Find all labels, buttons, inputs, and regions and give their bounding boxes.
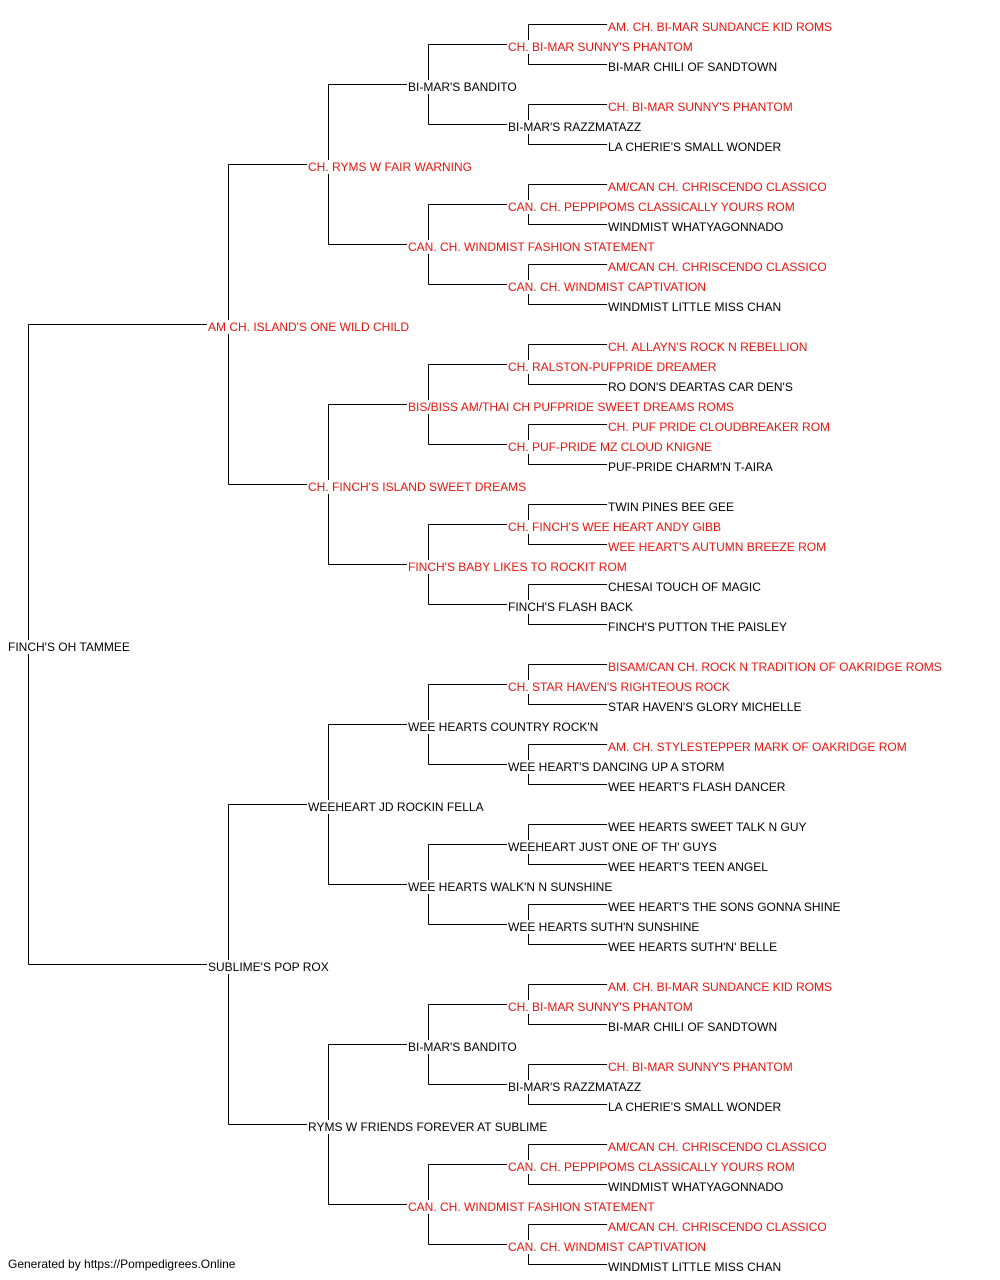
dog-name-gen3[interactable]: BIS/BISS AM/THAI CH PUFPRIDE SWEET DREAM… [407,400,735,414]
dog-name-gen5[interactable]: RO DON'S DEARTAS CAR DEN'S [607,380,794,394]
dog-name-gen5[interactable]: AM. CH. STYLESTEPPER MARK OF OAKRIDGE RO… [607,740,908,754]
dog-name-gen5[interactable]: WEE HEART'S TEEN ANGEL [607,860,769,874]
dog-name-gen2[interactable]: WEEHEART JD ROCKIN FELLA [307,800,485,814]
dog-name-gen5[interactable]: AM/CAN CH. CHRISCENDO CLASSICO [607,1220,828,1234]
dog-name-gen3[interactable]: FINCH'S BABY LIKES TO ROCKIT ROM [407,560,628,574]
dog-name-gen5[interactable]: LA CHERIE'S SMALL WONDER [607,1100,783,1114]
dog-name-gen5[interactable]: WEE HEARTS SUTH'N' BELLE [607,940,779,954]
dog-name-gen4[interactable]: CAN. CH. PEPPIPOMS CLASSICALLY YOURS ROM [507,200,796,214]
dog-name-gen3[interactable]: CAN. CH. WINDMIST FASHION STATEMENT [407,1200,656,1214]
dog-name-gen5[interactable]: AM. CH. BI-MAR SUNDANCE KID ROMS [607,980,834,994]
dog-name-gen4[interactable]: WEE HEARTS SUTH'N SUNSHINE [507,920,701,934]
dog-name-gen5[interactable]: CH. PUF PRIDE CLOUDBREAKER ROM [607,420,832,434]
dog-name-gen5[interactable]: WEE HEART'S FLASH DANCER [607,780,787,794]
dog-name-gen2[interactable]: RYMS W FRIENDS FOREVER AT SUBLIME [307,1120,549,1134]
dog-name-gen5[interactable]: TWIN PINES BEE GEE [607,500,736,514]
dog-name-gen3[interactable]: BI-MAR'S BANDITO [407,1040,518,1054]
dog-name-gen4[interactable]: CH. FINCH'S WEE HEART ANDY GIBB [507,520,722,534]
dog-name-gen2[interactable]: CH. FINCH'S ISLAND SWEET DREAMS [307,480,528,494]
dog-name-gen0[interactable]: FINCH'S OH TAMMEE [7,640,131,654]
dog-name-gen4[interactable]: WEE HEART'S DANCING UP A STORM [507,760,726,774]
dog-name-gen5[interactable]: AM/CAN CH. CHRISCENDO CLASSICO [607,260,828,274]
generated-by-footer[interactable]: Generated by https://Pompedigrees.Online [8,1257,236,1271]
dog-name-gen4[interactable]: BI-MAR'S RAZZMATAZZ [507,1080,643,1094]
dog-name-gen5[interactable]: BI-MAR CHILI OF SANDTOWN [607,60,779,74]
dog-name-gen5[interactable]: CH. BI-MAR SUNNY'S PHANTOM [607,100,794,114]
dog-name-gen5[interactable]: LA CHERIE'S SMALL WONDER [607,140,783,154]
dog-name-gen4[interactable]: CH. PUF-PRIDE MZ CLOUD KNIGNE [507,440,714,454]
dog-name-gen5[interactable]: STAR HAVEN'S GLORY MICHELLE [607,700,803,714]
dog-name-gen5[interactable]: WINDMIST LITTLE MISS CHAN [607,300,783,314]
dog-name-gen5[interactable]: WEE HEART'S THE SONS GONNA SHINE [607,900,842,914]
dog-name-gen4[interactable]: CH. STAR HAVEN'S RIGHTEOUS ROCK [507,680,731,694]
dog-name-gen4[interactable]: CH. BI-MAR SUNNY'S PHANTOM [507,1000,694,1014]
dog-name-gen5[interactable]: WEE HEART'S AUTUMN BREEZE ROM [607,540,828,554]
dog-name-gen4[interactable]: WEEHEART JUST ONE OF TH' GUYS [507,840,718,854]
dog-name-gen5[interactable]: BI-MAR CHILI OF SANDTOWN [607,1020,779,1034]
dog-name-gen5[interactable]: AM. CH. BI-MAR SUNDANCE KID ROMS [607,20,834,34]
dog-name-gen5[interactable]: PUF-PRIDE CHARM'N T-AIRA [607,460,774,474]
dog-name-gen5[interactable]: CHESAI TOUCH OF MAGIC [607,580,762,594]
dog-name-gen3[interactable]: WEE HEARTS WALK'N N SUNSHINE [407,880,614,894]
dog-name-gen5[interactable]: WINDMIST WHATYAGONNADO [607,1180,785,1194]
dog-name-gen4[interactable]: CH. RALSTON-PUFPRIDE DREAMER [507,360,718,374]
dog-name-gen5[interactable]: WINDMIST WHATYAGONNADO [607,220,785,234]
dog-name-gen3[interactable]: CAN. CH. WINDMIST FASHION STATEMENT [407,240,656,254]
dog-name-gen4[interactable]: BI-MAR'S RAZZMATAZZ [507,120,643,134]
dog-name-gen3[interactable]: BI-MAR'S BANDITO [407,80,518,94]
dog-name-gen5[interactable]: BISAM/CAN CH. ROCK N TRADITION OF OAKRID… [607,660,943,674]
dog-name-gen4[interactable]: CAN. CH. WINDMIST CAPTIVATION [507,1240,708,1254]
dog-name-gen5[interactable]: FINCH'S PUTTON THE PAISLEY [607,620,788,634]
dog-name-gen3[interactable]: WEE HEARTS COUNTRY ROCK'N [407,720,600,734]
dog-name-gen5[interactable]: CH. ALLAYN'S ROCK N REBELLION [607,340,809,354]
dog-name-gen5[interactable]: AM/CAN CH. CHRISCENDO CLASSICO [607,180,828,194]
dog-name-gen4[interactable]: CH. BI-MAR SUNNY'S PHANTOM [507,40,694,54]
dog-name-gen4[interactable]: FINCH'S FLASH BACK [507,600,634,614]
dog-name-gen2[interactable]: CH. RYMS W FAIR WARNING [307,160,474,174]
dog-name-gen5[interactable]: WEE HEARTS SWEET TALK N GUY [607,820,808,834]
dog-name-gen1[interactable]: SUBLIME'S POP ROX [207,960,330,974]
dog-name-gen4[interactable]: CAN. CH. WINDMIST CAPTIVATION [507,280,708,294]
dog-name-gen5[interactable]: WINDMIST LITTLE MISS CHAN [607,1260,783,1274]
dog-name-gen5[interactable]: CH. BI-MAR SUNNY'S PHANTOM [607,1060,794,1074]
dog-name-gen1[interactable]: AM CH. ISLAND'S ONE WILD CHILD [207,320,410,334]
dog-name-gen5[interactable]: AM/CAN CH. CHRISCENDO CLASSICO [607,1140,828,1154]
dog-name-gen4[interactable]: CAN. CH. PEPPIPOMS CLASSICALLY YOURS ROM [507,1160,796,1174]
